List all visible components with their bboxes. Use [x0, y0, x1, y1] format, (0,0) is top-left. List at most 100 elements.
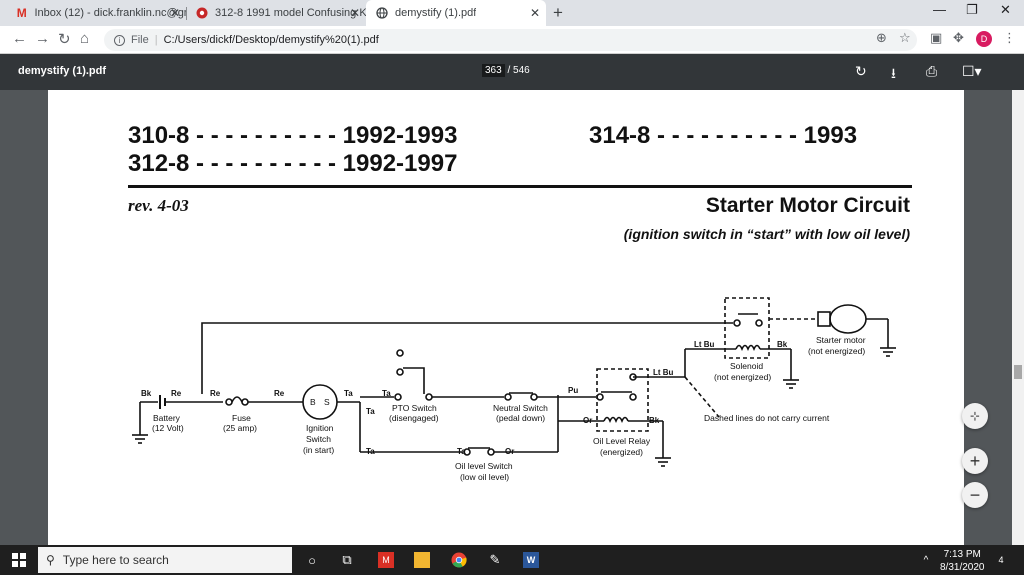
word-app-icon[interactable]: W	[523, 552, 539, 568]
close-tab-icon[interactable]: ✕	[349, 6, 360, 20]
scrollbar-thumb[interactable]	[1014, 365, 1022, 379]
solenoid-enclosure	[724, 297, 770, 359]
home-icon[interactable]: ⌂	[80, 30, 90, 47]
pdf-page: 310-8 - - - - - - - - - - 1992-1993 312-…	[48, 90, 964, 545]
close-window-icon[interactable]: ✕	[1000, 2, 1011, 17]
svg-text:S: S	[324, 397, 330, 407]
oil-relay-coil-icon	[603, 416, 629, 424]
cortana-icon[interactable]: ○	[308, 552, 316, 568]
svg-text:Or: Or	[505, 447, 514, 456]
tab-separator	[186, 7, 187, 20]
tab-title: demystify (1).pdf	[395, 7, 477, 19]
svg-text:Bk: Bk	[649, 416, 660, 425]
model-line: 310-8 - - - - - - - - - - 1992-1993	[128, 122, 458, 149]
paint-app-icon[interactable]: ✎	[489, 552, 501, 567]
tab-demystify-pdf[interactable]: demystify (1).pdf ✕	[366, 0, 546, 26]
svg-text:B: B	[310, 397, 316, 407]
mail-app-icon[interactable]: M	[378, 552, 394, 568]
page-total: / 546	[507, 65, 530, 76]
svg-text:(12 Volt): (12 Volt)	[152, 423, 184, 433]
tab-gmail[interactable]: M Inbox (12) - dick.franklin.nc@gm ✕	[6, 0, 186, 26]
zoom-out-button[interactable]: −	[962, 482, 988, 508]
svg-text:(low oil level): (low oil level)	[460, 472, 509, 482]
svg-text:Lt Bu: Lt Bu	[653, 368, 674, 377]
back-arrow-icon[interactable]: ←	[12, 30, 27, 47]
search-placeholder: Type here to search	[62, 553, 169, 567]
zoom-in-button[interactable]: +	[962, 448, 988, 474]
svg-text:(25 amp): (25 amp)	[223, 423, 257, 433]
svg-text:PTO Switch: PTO Switch	[392, 403, 437, 413]
url-separator: |	[154, 34, 158, 46]
minimize-icon[interactable]: —	[933, 2, 946, 17]
system-clock[interactable]: 7:13 PM 8/31/2020	[940, 548, 985, 574]
zoom-icon[interactable]: ⊕	[876, 30, 887, 45]
search-icon: ⚲	[46, 553, 55, 567]
svg-text:Lt Bu: Lt Bu	[694, 340, 715, 349]
notification-center-icon[interactable]: 4	[993, 552, 1009, 568]
fit-page-button[interactable]: ⊹	[962, 403, 988, 429]
svg-text:Re: Re	[171, 389, 182, 398]
svg-text:(disengaged): (disengaged)	[389, 413, 439, 423]
model-line: 314-8 - - - - - - - - - - 1993	[589, 122, 858, 149]
svg-text:Dashed lines do not carry curr: Dashed lines do not carry current	[704, 413, 830, 423]
starter-motor-icon	[829, 304, 867, 334]
pdf-viewport[interactable]: 310-8 - - - - - - - - - - 1992-1993 312-…	[0, 90, 1012, 545]
close-tab-icon[interactable]: ✕	[169, 6, 180, 20]
forum-icon	[196, 7, 208, 19]
url-scheme: File	[131, 34, 149, 46]
taskbar-search-input[interactable]: ⚲ Type here to search	[38, 547, 292, 573]
new-tab-button[interactable]: +	[553, 3, 563, 22]
task-view-icon[interactable]: ⧉	[342, 552, 352, 567]
solenoid-coil-icon	[735, 344, 761, 352]
reload-icon[interactable]: ↻	[58, 31, 71, 48]
profile-avatar[interactable]: D	[976, 31, 992, 47]
bookmark-icon[interactable]: ☐▾	[962, 63, 982, 79]
restore-icon[interactable]: ❐	[966, 2, 978, 17]
current-page-input[interactable]: 363	[482, 64, 505, 77]
tab-title: Inbox (12) - dick.franklin.nc@gm	[34, 7, 186, 19]
svg-text:Ta: Ta	[366, 407, 375, 416]
svg-text:Ta: Ta	[457, 447, 466, 456]
bookmark-star-icon[interactable]: ☆	[899, 30, 911, 45]
forward-arrow-icon[interactable]: →	[35, 30, 50, 47]
svg-text:Fuse: Fuse	[232, 413, 251, 423]
chevron-up-icon[interactable]: ^	[923, 554, 929, 566]
fuse-icon	[231, 396, 243, 403]
svg-text:Ta: Ta	[366, 447, 375, 456]
menu-kebab-icon[interactable]: ⋮	[1003, 30, 1016, 45]
svg-text:Ta: Ta	[344, 389, 353, 398]
chrome-icon[interactable]	[451, 552, 467, 568]
rotate-icon[interactable]: ↻	[855, 63, 867, 79]
clock-time: 7:13 PM	[943, 549, 981, 560]
download-icon[interactable]: ⭳	[891, 65, 896, 81]
puzzle-icon[interactable]: ✥	[953, 30, 964, 45]
svg-text:Battery: Battery	[153, 413, 181, 423]
clock-date: 8/31/2020	[940, 562, 985, 573]
starter-circuit-diagram: B S Bk Re Re Re Ta Ta Ta Ta Ta Or Pu Or …	[132, 297, 896, 482]
browser-toolbar: ← → ↻ ⌂ i File | C:/Users/dickf/Desktop/…	[0, 26, 1024, 54]
file-explorer-icon[interactable]	[414, 552, 430, 568]
browser-tab-strip: M Inbox (12) - dick.franklin.nc@gm ✕ 312…	[0, 0, 1024, 26]
svg-text:Oil Level Relay: Oil Level Relay	[593, 436, 651, 446]
svg-text:Switch: Switch	[306, 434, 331, 444]
svg-text:(not energized): (not energized)	[714, 372, 771, 382]
circuit-subtitle: (ignition switch in “start” with low oil…	[623, 226, 910, 242]
tab-forum[interactable]: 312-8 1991 model Confusing Ke ✕	[186, 0, 366, 26]
address-bar[interactable]: i File | C:/Users/dickf/Desktop/demystif…	[104, 29, 917, 51]
svg-text:(not energized): (not energized)	[808, 346, 865, 356]
svg-text:(pedal down): (pedal down)	[496, 413, 545, 423]
svg-text:Starter motor: Starter motor	[816, 335, 866, 345]
svg-text:(energized): (energized)	[600, 447, 643, 457]
tab-title: 312-8 1991 model Confusing Ke	[215, 7, 366, 19]
globe-icon	[376, 7, 388, 19]
windows-start-icon[interactable]	[12, 553, 26, 567]
info-icon[interactable]: i	[114, 34, 125, 46]
svg-text:Oil level Switch: Oil level Switch	[455, 461, 513, 471]
pdf-toolbar: demystify (1).pdf 363 / 546 ↻ ⭳ ⎙ ☐▾	[0, 54, 1024, 90]
svg-text:(in start): (in start)	[303, 445, 334, 455]
extension-icon[interactable]: ▣	[930, 30, 943, 45]
vertical-scrollbar[interactable]	[1012, 90, 1024, 545]
ignition-switch-icon	[302, 384, 338, 420]
print-icon[interactable]: ⎙	[926, 63, 938, 79]
close-tab-icon[interactable]: ✕	[529, 6, 540, 20]
